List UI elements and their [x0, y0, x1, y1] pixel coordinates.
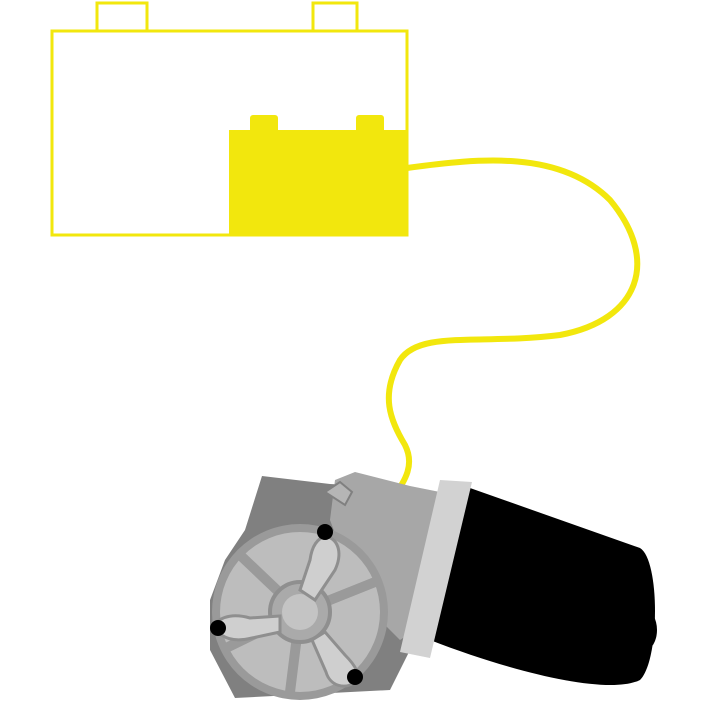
- gear-wheel: [210, 524, 388, 700]
- gearbox-wire-tab: [323, 480, 354, 507]
- bolt-hole-top: [317, 524, 333, 540]
- bolt-hole-bottom: [347, 669, 363, 685]
- bolt-hole-left: [210, 620, 226, 636]
- battery-terminal-right: [311, 1, 359, 33]
- wiper-motor-icon: [210, 472, 657, 700]
- gearbox-top-plate: [330, 472, 440, 640]
- wire-icon: [385, 157, 641, 498]
- motor-bracket: [400, 480, 472, 658]
- battery-icon: [50, 1, 409, 237]
- mounting-arms: [212, 534, 360, 688]
- battery-terminal-left: [95, 1, 149, 33]
- charge-level-icon: [229, 115, 407, 235]
- charge-level-fill: [229, 130, 407, 235]
- motor-end-cap: [633, 610, 657, 650]
- gear-wheel-hub-inner: [282, 594, 318, 630]
- motor-cylinder: [430, 488, 655, 686]
